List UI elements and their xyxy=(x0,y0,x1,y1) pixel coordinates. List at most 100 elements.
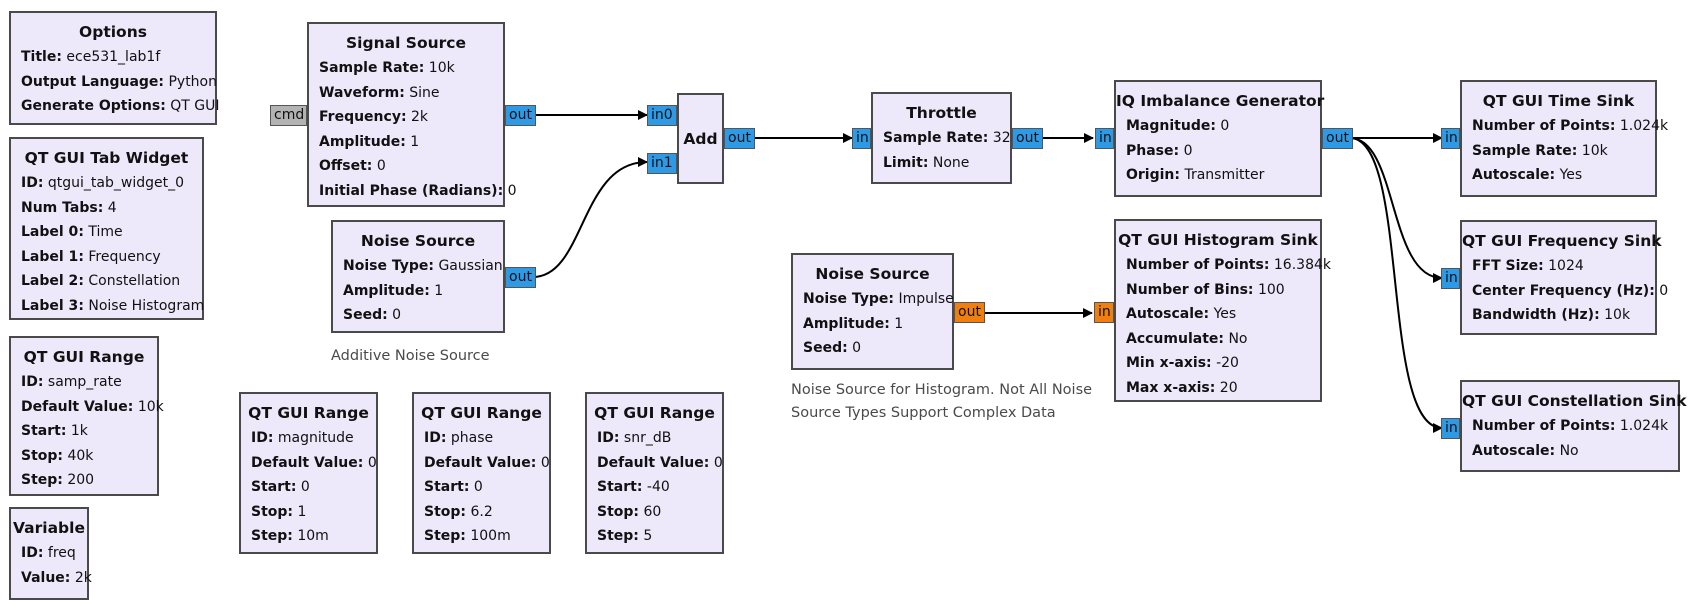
param-autoscale: Autoscale: No xyxy=(1472,442,1579,459)
param-seed: Seed: 0 xyxy=(343,307,402,323)
param-sample-rate: Sample Rate: 32k xyxy=(883,130,1019,146)
histogram-sink-block[interactable]: QT GUI Histogram Sink Number of Points: … xyxy=(1114,219,1331,402)
param-value: Value: 2k xyxy=(21,569,92,586)
param-id: ID: qtgui_tab_widget_0 xyxy=(21,175,185,191)
options-block[interactable]: Options Title: ece531_lab1f Output Langu… xyxy=(9,11,220,125)
add-in0-port[interactable]: in0 xyxy=(647,105,677,126)
time-sink-in-port[interactable]: in xyxy=(1441,128,1460,149)
block-title: Options xyxy=(79,23,147,41)
param-default-value: Default Value: 0 xyxy=(251,454,377,471)
param-step: Step: 10m xyxy=(251,528,329,544)
param-autoscale: Autoscale: Yes xyxy=(1126,306,1237,322)
frequency-sink-block[interactable]: QT GUI Frequency Sink FFT Size: 1024 Cen… xyxy=(1460,220,1669,335)
param-label-0: Label 0: Time xyxy=(21,224,123,240)
wire-noise-to-add xyxy=(532,157,648,278)
param-amplitude: Amplitude: 1 xyxy=(319,133,420,150)
histogram-sink-in-port[interactable]: in xyxy=(1094,302,1114,323)
tab-widget-block[interactable]: QT GUI Tab Widget ID: qtgui_tab_widget_0… xyxy=(9,137,204,320)
iq-imbalance-out-port[interactable]: out xyxy=(1322,128,1353,149)
param-stop: Stop: 60 xyxy=(597,503,662,520)
wire-iq-to-const xyxy=(1349,137,1443,433)
block-title: QT GUI Constellation Sink xyxy=(1462,392,1687,410)
signal-source-cmd-port[interactable]: cmd xyxy=(270,105,307,126)
param-id: ID: phase xyxy=(424,430,494,446)
add-in1-port[interactable]: in1 xyxy=(647,153,677,174)
time-sink-block[interactable]: QT GUI Time Sink Number of Points: 1.024… xyxy=(1460,80,1669,197)
additive-noise-comment: Additive Noise Source xyxy=(331,348,490,364)
block-title: QT GUI Frequency Sink xyxy=(1462,232,1662,250)
throttle-out-port[interactable]: out xyxy=(1012,128,1043,149)
param-id: ID: samp_rate xyxy=(21,374,122,390)
noise-source-impulse-out-port[interactable]: out xyxy=(954,302,985,323)
param-label-2: Label 2: Constellation xyxy=(21,273,181,289)
signal-source-block[interactable]: Signal Source Sample Rate: 10k Waveform:… xyxy=(307,22,517,207)
param-limit: Limit: None xyxy=(883,154,970,171)
noise-source-gaussian-out-port[interactable]: out xyxy=(505,267,536,288)
throttle-in-port[interactable]: in xyxy=(852,128,871,149)
noise-source-gaussian-block[interactable]: Noise Source Noise Type: Gaussian Amplit… xyxy=(331,220,505,333)
param-frequency: Frequency: 2k xyxy=(319,109,429,125)
param-bandwidth: Bandwidth (Hz): 10k xyxy=(1472,307,1631,323)
param-id: ID: freq xyxy=(21,545,76,561)
param-id: ID: magnitude xyxy=(251,430,354,446)
block-title: Noise Source xyxy=(360,232,476,250)
range-phase-block[interactable]: QT GUI Range ID: phase Default Value: 0 … xyxy=(412,392,551,554)
throttle-block[interactable]: Throttle Sample Rate: 32k Limit: None xyxy=(871,92,1019,184)
param-label-1: Label 1: Frequency xyxy=(21,248,161,265)
variable-block[interactable]: Variable ID: freq Value: 2k xyxy=(9,507,92,600)
add-block[interactable]: Add xyxy=(677,93,724,184)
param-amplitude: Amplitude: 1 xyxy=(343,282,444,299)
block-title: Signal Source xyxy=(346,34,466,52)
add-out-port[interactable]: out xyxy=(724,128,755,149)
block-title: QT GUI Range xyxy=(248,404,369,422)
histogram-note-comment-line2: Source Types Support Complex Data xyxy=(791,405,1056,421)
range-samp-rate-block[interactable]: QT GUI Range ID: samp_rate Default Value… xyxy=(9,336,164,496)
param-fft-size: FFT Size: 1024 xyxy=(1472,258,1584,274)
param-autoscale: Autoscale: Yes xyxy=(1472,167,1583,183)
block-title: IQ Imbalance Generator xyxy=(1116,92,1325,110)
iq-imbalance-in-port[interactable]: in xyxy=(1095,128,1114,149)
param-number-of-points: Number of Points: 16.384k xyxy=(1126,257,1331,273)
iq-imbalance-generator-block[interactable]: IQ Imbalance Generator Magnitude: 0 Phas… xyxy=(1114,80,1325,197)
param-number-of-points: Number of Points: 1.024k xyxy=(1472,118,1669,134)
frequency-sink-in-port[interactable]: in xyxy=(1441,268,1460,289)
block-title: Add xyxy=(683,129,718,148)
param-sample-rate: Sample Rate: 10k xyxy=(1472,142,1608,159)
param-number-of-points: Number of Points: 1.024k xyxy=(1472,418,1669,434)
constellation-sink-block[interactable]: QT GUI Constellation Sink Number of Poin… xyxy=(1460,380,1687,472)
param-initial-phase: Initial Phase (Radians): 0 xyxy=(319,182,517,199)
block-title: QT GUI Tab Widget xyxy=(24,149,189,167)
param-center-frequency: Center Frequency (Hz): 0 xyxy=(1472,282,1669,299)
block-title: QT GUI Range xyxy=(594,404,715,422)
param-generate-options: Generate Options: QT GUI xyxy=(21,98,220,114)
param-offset: Offset: 0 xyxy=(319,158,386,174)
param-stop: Stop: 6.2 xyxy=(424,503,493,520)
param-noise-type: Noise Type: Impulse xyxy=(803,291,954,307)
param-num-tabs: Num Tabs: 4 xyxy=(21,199,117,216)
param-title: Title: ece531_lab1f xyxy=(21,49,161,65)
param-number-of-bins: Number of Bins: 100 xyxy=(1126,281,1285,298)
param-waveform: Waveform: Sine xyxy=(319,84,440,101)
block-title: Noise Source xyxy=(815,265,930,283)
param-min-x-axis: Min x-axis: -20 xyxy=(1126,355,1239,371)
wire-iq-to-freq xyxy=(1349,137,1443,283)
param-sample-rate: Sample Rate: 10k xyxy=(319,60,455,76)
param-step: Step: 5 xyxy=(597,528,653,544)
range-magnitude-block[interactable]: QT GUI Range ID: magnitude Default Value… xyxy=(239,392,378,554)
signal-source-out-port[interactable]: out xyxy=(505,105,536,126)
constellation-sink-in-port[interactable]: in xyxy=(1441,418,1460,439)
param-stop: Stop: 1 xyxy=(251,503,307,520)
param-magnitude: Magnitude: 0 xyxy=(1126,118,1230,134)
block-title: QT GUI Range xyxy=(421,404,542,422)
range-snr-block[interactable]: QT GUI Range ID: snr_dB Default Value: 0… xyxy=(585,392,724,554)
param-origin: Origin: Transmitter xyxy=(1126,167,1265,183)
param-step: Step: 100m xyxy=(424,528,511,544)
param-start: Start: 0 xyxy=(424,479,483,495)
noise-source-impulse-block[interactable]: Noise Source Noise Type: Impulse Amplitu… xyxy=(791,253,954,370)
param-default-value: Default Value: 0 xyxy=(424,454,550,471)
param-start: Start: 0 xyxy=(251,479,310,495)
block-title: QT GUI Histogram Sink xyxy=(1118,231,1318,249)
param-id: ID: snr_dB xyxy=(597,430,672,446)
param-default-value: Default Value: 0 xyxy=(597,454,723,471)
